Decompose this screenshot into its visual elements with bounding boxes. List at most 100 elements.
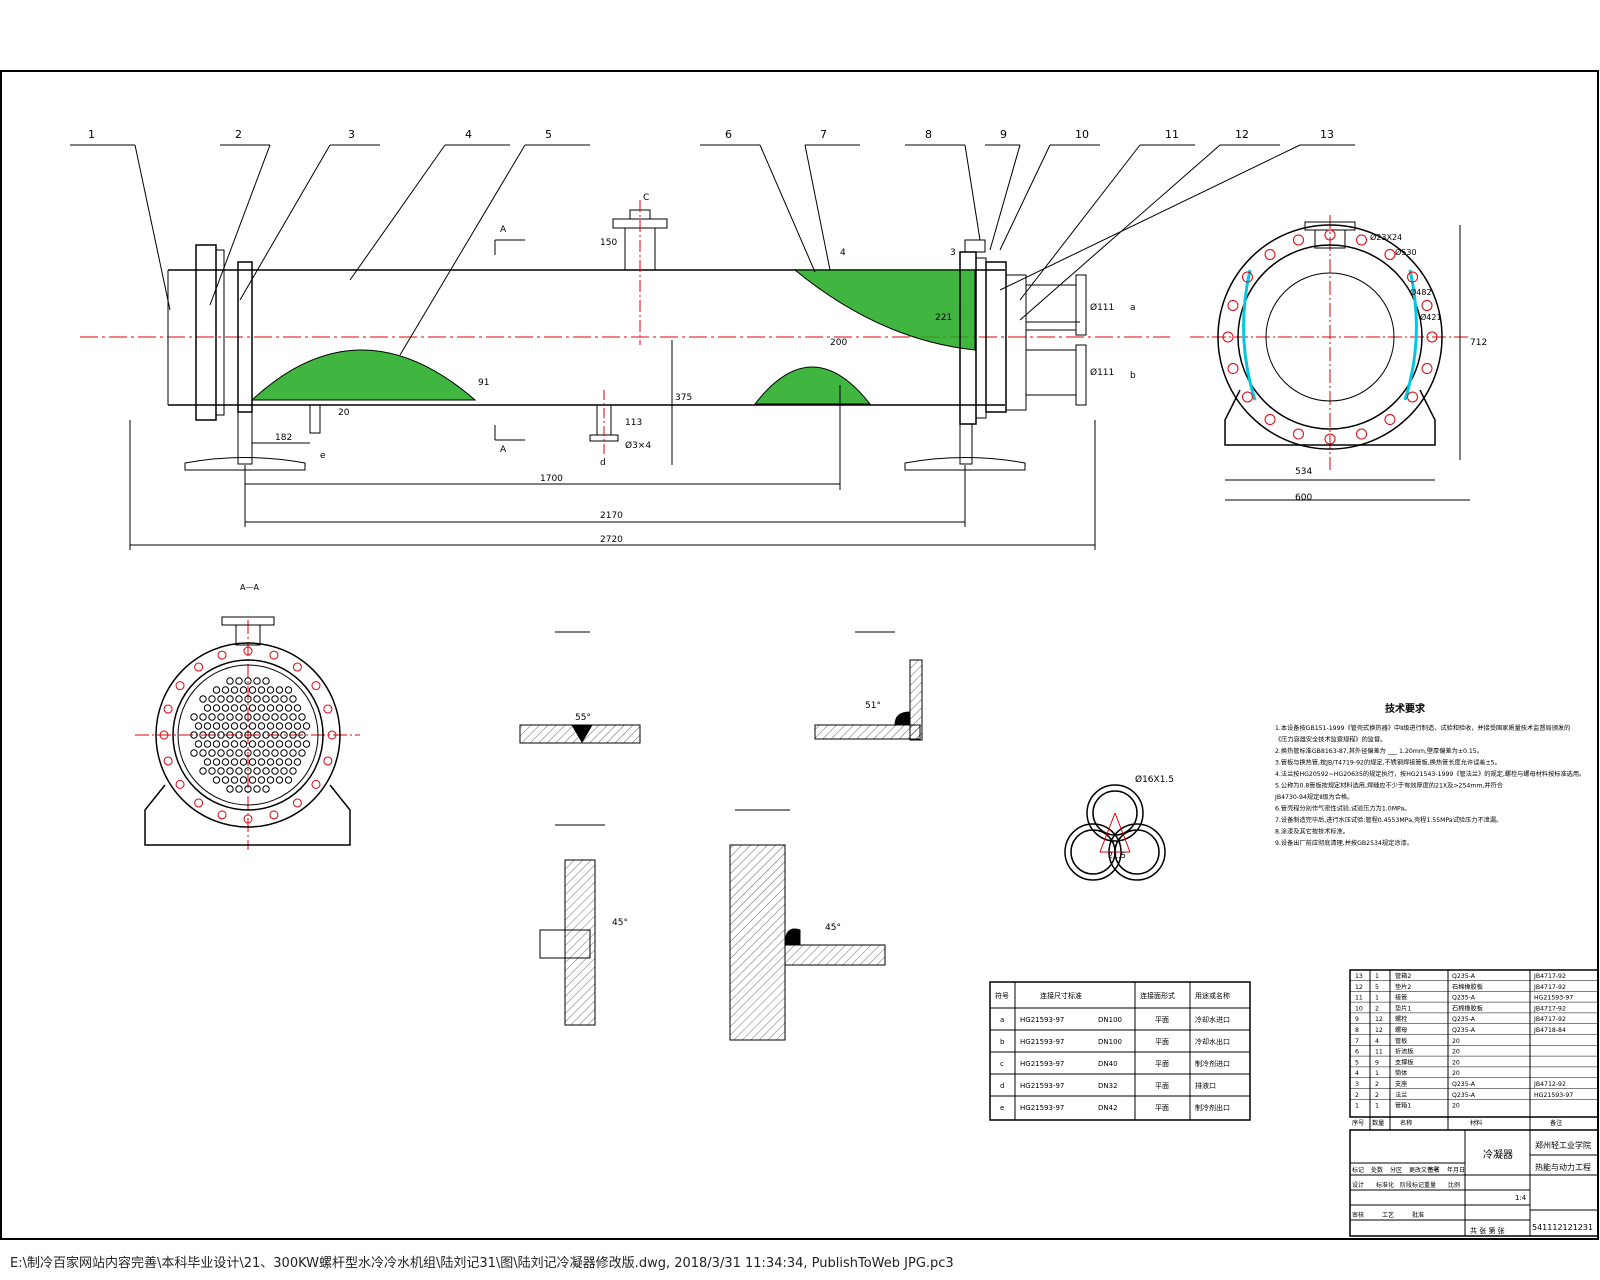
nozzle-cell-symbol: a: [1000, 1016, 1004, 1024]
title-name: 冷凝器: [1483, 1148, 1513, 1161]
tube-hole-icon: [235, 695, 243, 703]
part-no: 12: [1355, 984, 1363, 991]
part-qty: 2: [1375, 1005, 1379, 1012]
tube-hole-icon: [253, 677, 261, 685]
tube-hole-icon: [262, 731, 270, 739]
nozzle-header-std: 连接尺寸标准: [1040, 991, 1082, 1000]
title-label-3: 批准: [1412, 1211, 1424, 1219]
tube-hole-icon: [275, 686, 284, 694]
part-no: 9: [1355, 1016, 1359, 1023]
parts-list: [1349, 969, 1599, 1130]
dim-20: 20: [338, 408, 350, 418]
part-name: 折流板: [1395, 1048, 1414, 1056]
title-label-2: 重量: [1424, 1181, 1436, 1189]
tube-hole-icon: [203, 740, 212, 748]
bolt-hole-icon: [1222, 331, 1234, 343]
callout-5: 5: [545, 128, 552, 141]
weld-angle-2: 51°: [865, 701, 881, 711]
bolt-hole-icon: [175, 779, 185, 789]
part-material: 20: [1452, 1049, 1460, 1056]
tech-req-line: JB4730-94规定Ⅱ级为合格。: [1274, 793, 1353, 801]
tube-hole-icon: [302, 722, 311, 730]
bolt-hole-icon: [163, 704, 173, 714]
tube-hole-icon: [230, 722, 239, 730]
tube-hole-icon: [253, 785, 261, 793]
tube-hole-icon: [262, 785, 270, 793]
tube-hole-icon: [221, 686, 230, 694]
tube-hole-icon: [230, 686, 239, 694]
bolt-hole-icon: [1227, 363, 1239, 375]
dim-113: 113: [625, 418, 642, 428]
tube-pitch-detail: [1064, 784, 1166, 881]
callout-12: 12: [1235, 128, 1249, 141]
weld-angle-labels: 55° 51° 45° 45°: [575, 701, 881, 933]
part-no: 3: [1355, 1081, 1359, 1088]
part-note: HG21593-97: [1534, 1092, 1573, 1099]
title-label-2: 比例: [1448, 1181, 1460, 1189]
bolt-hole-icon: [323, 756, 333, 766]
tube-hole-icon: [284, 704, 293, 712]
tech-req-line: 5.公称为0.8管板按规定材料选用,焊缝应不少于有效厚度的21X及>254mm,…: [1275, 782, 1503, 790]
part-name: 管板: [1395, 1037, 1407, 1045]
part-name: 法兰: [1395, 1091, 1407, 1099]
part-qty: 1: [1375, 1103, 1379, 1110]
bolt-hole-icon: [292, 662, 302, 672]
dimension-labels: 2720 2170 1700 182 375 150 91 20 113 221…: [275, 193, 1487, 545]
part-note: JB4717-92: [1533, 1005, 1566, 1012]
tube-hole-icon: [226, 767, 234, 775]
nozzle-cell-face: 平面: [1155, 1082, 1169, 1090]
tube-hole-icon: [293, 758, 302, 766]
tube-hole-icon: [293, 740, 302, 748]
tube-hole-icon: [280, 731, 288, 739]
dim-left-offset: 182: [275, 433, 292, 443]
nozzle-header-face: 连接面形式: [1140, 991, 1175, 1000]
nozzle-cell-face: 平面: [1155, 1104, 1169, 1112]
bolt-hole-icon: [243, 814, 253, 824]
part-qty: 1: [1375, 1070, 1379, 1077]
bolt-hole-icon: [1241, 271, 1253, 283]
nozzle-cell-face: 平面: [1155, 1016, 1169, 1024]
tube-hole-icon: [203, 758, 212, 766]
tube-hole-icon: [262, 749, 270, 757]
tube-hole-icon: [217, 695, 225, 703]
part-no: 8: [1355, 1027, 1359, 1034]
tube-hole-icon: [217, 731, 225, 739]
nozzle-cell-use: 冷却水出口: [1195, 1037, 1230, 1046]
bolt-hole-icon: [163, 756, 173, 766]
title-labels: 标记处数分区更改文件号签名年月日设计标准化阶段标记重量比例审核工艺批准: [1352, 1166, 1465, 1219]
nozzle-cell-symbol: d: [1000, 1082, 1004, 1090]
bolt-hole-icon: [323, 704, 333, 714]
section-mark-top: A: [500, 225, 507, 235]
tube-hole-icon: [203, 722, 212, 730]
tube-hole-icon: [190, 731, 198, 739]
tech-req-line: 9.设备出厂前应彻底清理,并按GB2534规定涂漆。: [1275, 839, 1413, 847]
tube-hole-icon: [199, 695, 207, 703]
dim-middle: 1700: [540, 474, 563, 484]
tech-req-line: 1.本设备按GB151-1999《管壳式换热器》中Ⅱ级进行制造、试验和验收，并接…: [1275, 724, 1570, 732]
tech-req-title: 技术要求: [1385, 702, 1426, 715]
tube-hole-icon: [284, 722, 293, 730]
tube-hole-icon: [235, 731, 243, 739]
tube-hole-icon: [190, 749, 198, 757]
tube-hole-icon: [280, 695, 288, 703]
tube-hole-icon: [212, 704, 221, 712]
bolt-hole-icon: [1407, 271, 1419, 283]
tube-hole-icon: [239, 758, 248, 766]
title-sheet: 共 张 第 张: [1470, 1226, 1505, 1235]
bolt-hole-icon: [243, 646, 253, 656]
tube-hole-icon: [271, 731, 279, 739]
tube-hole-icon: [244, 749, 252, 757]
part-qty: 9: [1375, 1059, 1379, 1066]
tube-hole-icon: [257, 722, 266, 730]
nozzle-cell-use: 制冷剂进口: [1195, 1059, 1230, 1068]
tube-hole-icon: [190, 713, 198, 721]
title-label-3: 工艺: [1382, 1211, 1394, 1219]
tube-hole-icon: [253, 749, 261, 757]
parts-header-no: 序号: [1352, 1119, 1364, 1127]
tube-hole-icon: [266, 704, 275, 712]
part-material: 20: [1452, 1103, 1460, 1110]
tube-hole-icon: [262, 677, 270, 685]
tube-hole-icon: [239, 722, 248, 730]
part-note: JB4717-92: [1533, 1016, 1566, 1023]
callout-13: 13: [1320, 128, 1334, 141]
